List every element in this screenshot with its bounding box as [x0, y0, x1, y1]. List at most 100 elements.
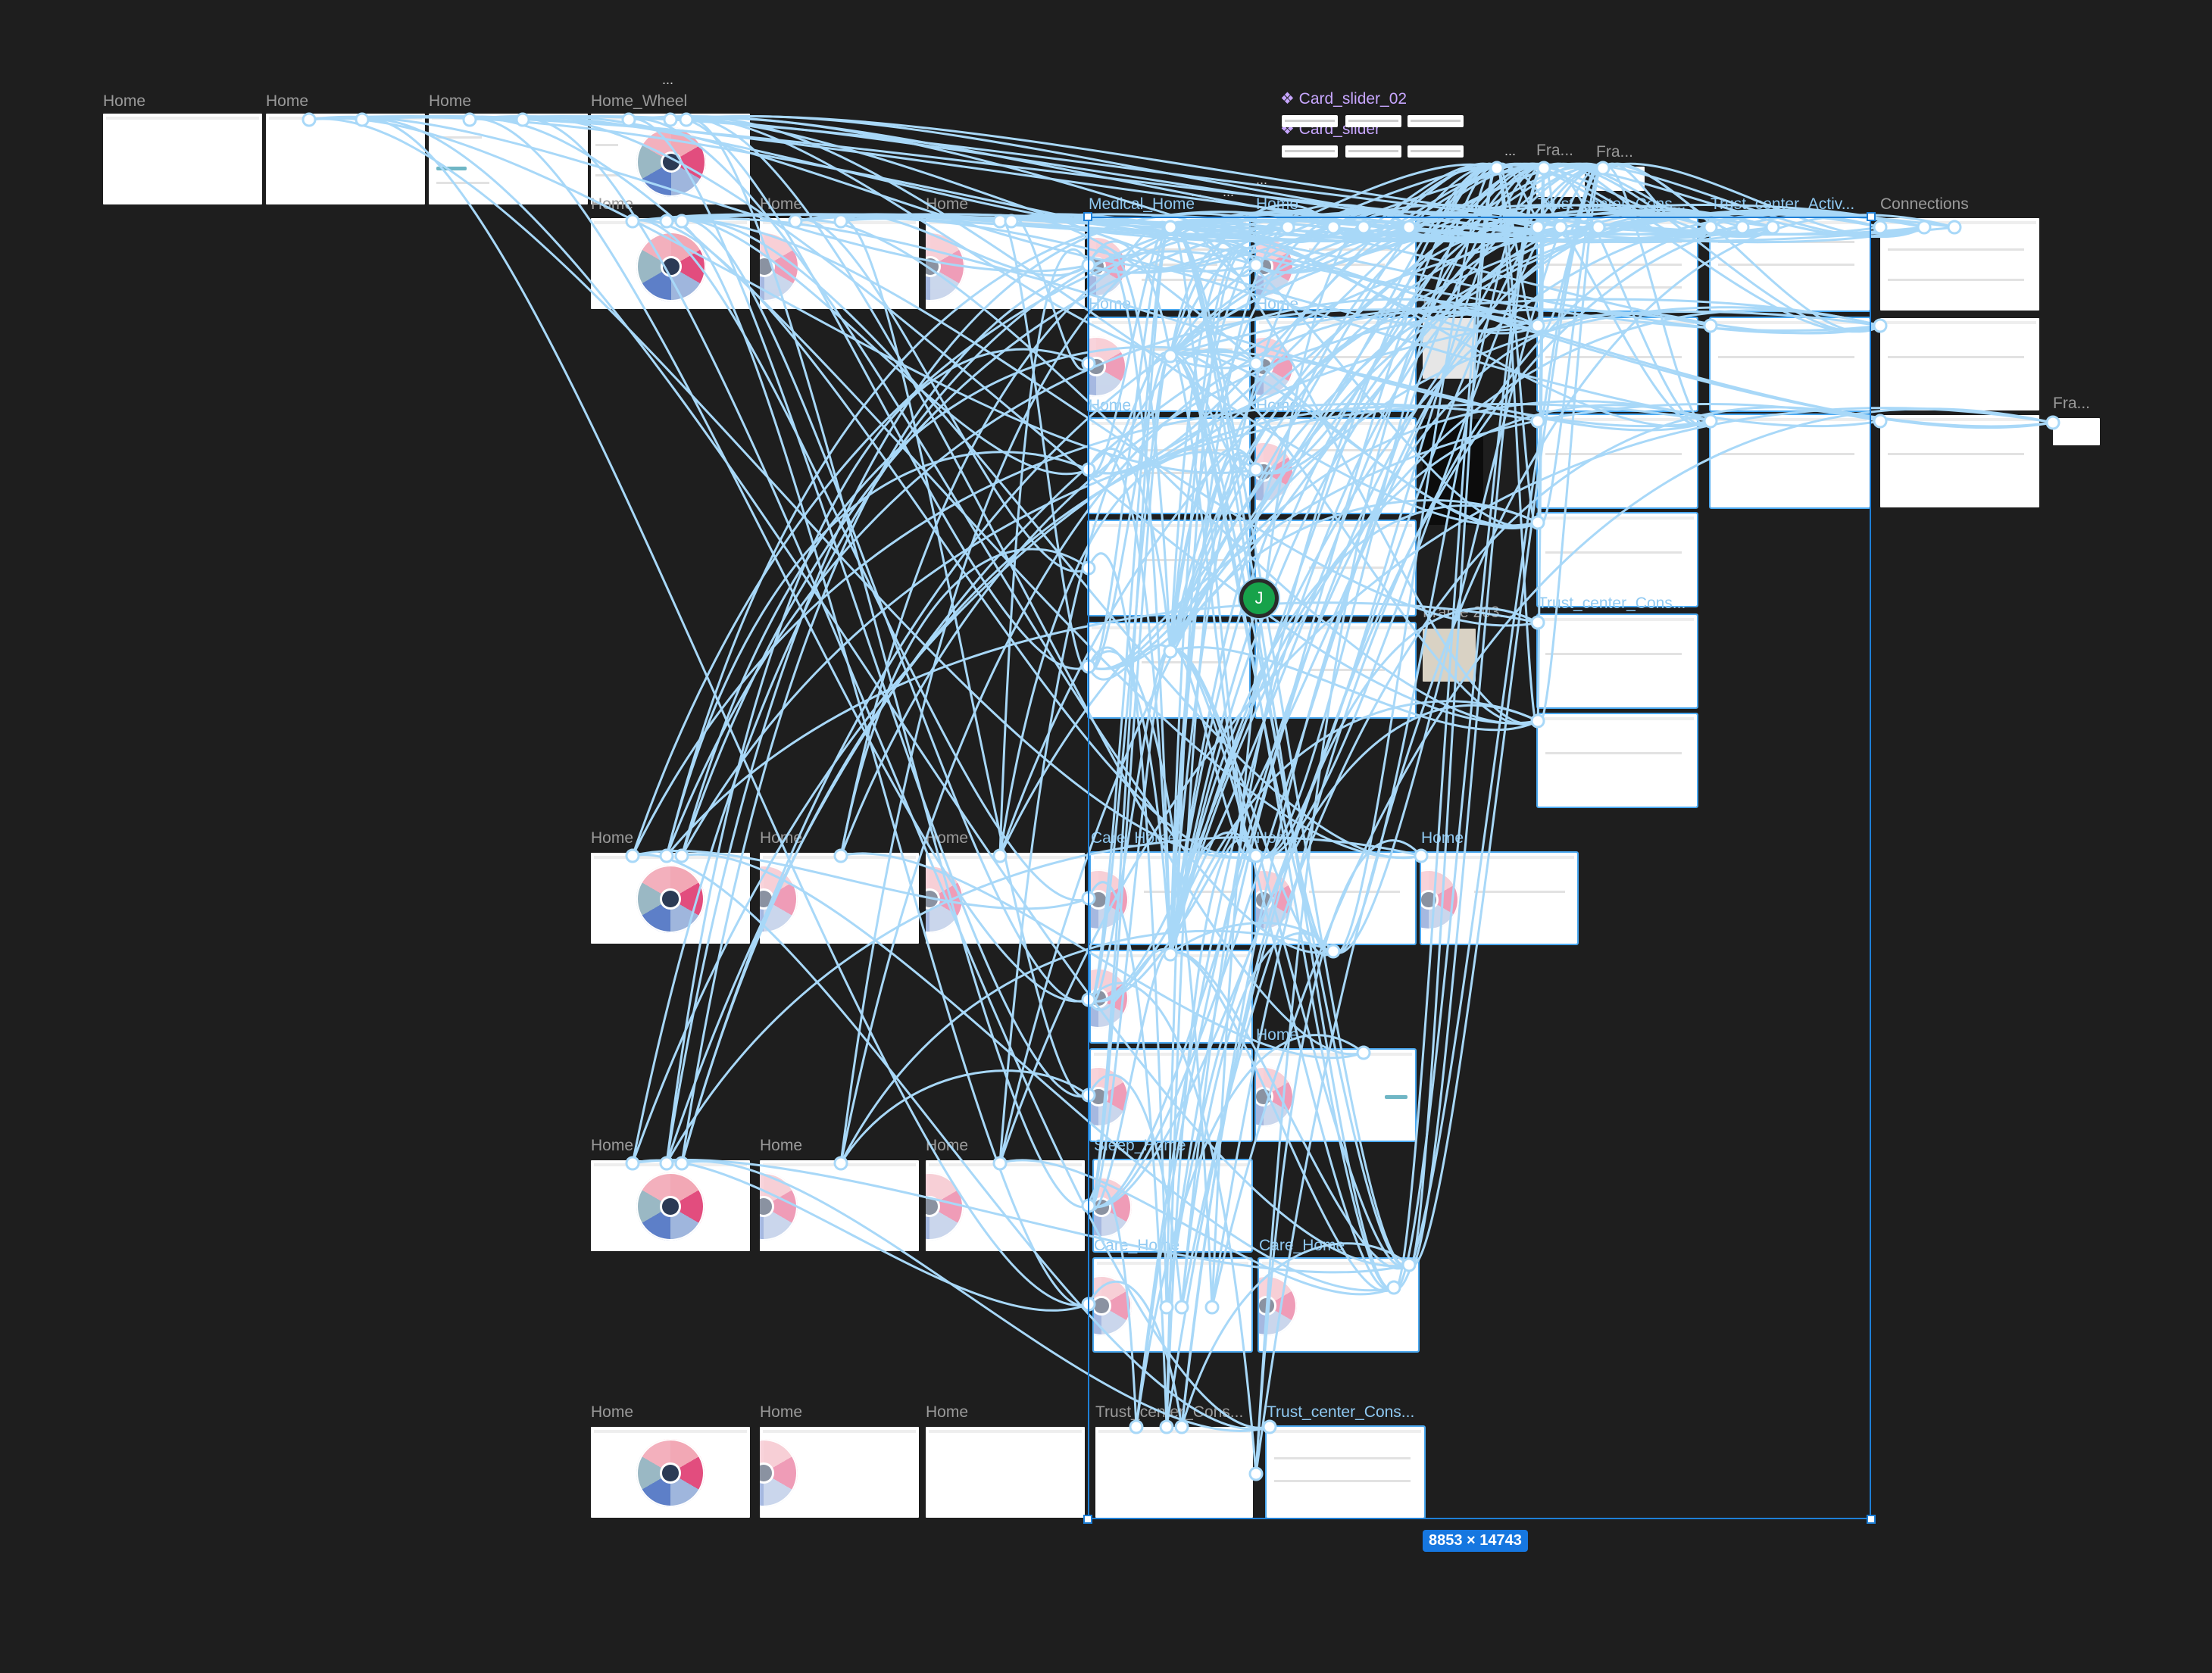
ellipsis-label[interactable]: ... — [1256, 172, 1268, 187]
frame-trust-center[interactable] — [1536, 414, 1698, 509]
frame-home[interactable] — [926, 1427, 1085, 1518]
component-label[interactable]: ❖ Card_slider_02 — [1280, 90, 1407, 108]
frame-label[interactable]: Fra... — [1423, 295, 1461, 313]
frame-home[interactable] — [1254, 622, 1417, 719]
frame-label[interactable]: Home — [760, 1403, 803, 1421]
frame-care-home[interactable] — [1092, 1257, 1253, 1353]
frame-label[interactable]: Home — [266, 92, 309, 110]
frame-small[interactable] — [2053, 418, 2100, 445]
frame-label[interactable]: Home — [1256, 195, 1299, 213]
frame-label[interactable]: Home — [926, 195, 969, 213]
frame-label[interactable]: Home — [1256, 829, 1299, 847]
frame-home[interactable] — [1089, 1048, 1253, 1142]
card-slider-instance[interactable] — [1407, 145, 1464, 158]
frame-home[interactable] — [926, 1160, 1085, 1251]
frame-trust-center[interactable] — [1536, 713, 1698, 808]
frame-home[interactable] — [591, 1427, 750, 1518]
frame-home[interactable] — [1254, 851, 1417, 945]
frame-label[interactable]: Home — [926, 829, 969, 847]
frame-label[interactable]: Home — [926, 1403, 969, 1421]
frame-home[interactable] — [760, 1427, 919, 1518]
frame-home[interactable] — [429, 114, 588, 204]
ellipsis-label[interactable]: ... — [1504, 143, 1517, 158]
frame-label[interactable]: Sleep_Home — [1094, 1137, 1186, 1154]
frame-label[interactable]: Home — [1089, 397, 1132, 414]
frame-care-home[interactable] — [1258, 1257, 1420, 1353]
card-slider-instance[interactable] — [1407, 115, 1464, 127]
frame-label[interactable]: Care_Home — [1259, 1237, 1345, 1254]
frame-label[interactable]: Home — [926, 1137, 969, 1154]
card-slider-instance[interactable] — [1345, 145, 1401, 158]
frame-label[interactable]: Home — [591, 1403, 634, 1421]
frame-home[interactable] — [760, 218, 919, 309]
frame-connections[interactable] — [1880, 415, 2039, 507]
ellipsis-label[interactable]: ... — [1191, 184, 1203, 199]
frame-label[interactable]: Home — [1256, 397, 1299, 414]
frame-dark-device[interactable] — [1423, 419, 1483, 525]
frame-label[interactable]: Home — [591, 195, 634, 213]
frame-home[interactable] — [591, 218, 750, 309]
frame-label[interactable]: Frame 203... — [1423, 604, 1514, 621]
card-slider-instance[interactable] — [1282, 115, 1338, 127]
frame-care-home[interactable] — [1089, 851, 1253, 945]
frame-label[interactable]: Care_Home — [1091, 829, 1177, 847]
frame-label[interactable]: Home — [429, 92, 472, 110]
frame-label[interactable]: Home — [1089, 295, 1132, 313]
frame-home[interactable] — [760, 853, 919, 944]
frame-trust-center[interactable] — [1536, 317, 1698, 412]
frame-home[interactable] — [1254, 520, 1417, 616]
ellipsis-label[interactable]: ... — [1223, 184, 1235, 199]
frame-home[interactable] — [1254, 417, 1417, 514]
frame-trust-center-activity[interactable] — [1709, 217, 1871, 312]
frame-label[interactable]: Home — [591, 829, 634, 847]
frame-home[interactable] — [926, 218, 1085, 309]
frame-trust-center[interactable] — [1709, 414, 1871, 509]
frame-label[interactable]: Connections — [1880, 195, 1969, 213]
frame-connections[interactable] — [1880, 318, 2039, 410]
frame-home[interactable] — [1087, 417, 1251, 514]
frame-label[interactable]: Home — [591, 1137, 634, 1154]
connector-node[interactable] — [1326, 944, 1341, 959]
frame-home[interactable] — [103, 114, 262, 204]
frame-trust-center-consent[interactable] — [1536, 217, 1698, 312]
frame-trust-center-consent[interactable] — [1265, 1425, 1426, 1519]
frame-spheres[interactable] — [1423, 318, 1476, 379]
frame-home[interactable] — [760, 1160, 919, 1251]
frame-label[interactable]: Home — [1256, 295, 1299, 313]
frame-photo[interactable] — [1423, 629, 1476, 682]
resize-handle[interactable] — [1083, 212, 1092, 221]
connector-node[interactable] — [1081, 1297, 1096, 1312]
resize-handle[interactable] — [1867, 212, 1876, 221]
frame-label[interactable]: Trust_center_Cons... — [1538, 595, 1686, 612]
frame-label[interactable]: Trust_center_Cons... — [1538, 195, 1686, 213]
frame-home[interactable] — [1420, 851, 1579, 945]
frame-label[interactable]: Home_Wheel — [591, 92, 688, 110]
frame-small[interactable] — [1536, 167, 1585, 197]
frame-label[interactable]: Trust_center_Cons... — [1095, 1403, 1244, 1421]
frame-home[interactable] — [591, 853, 750, 944]
frame-trust-center-consent[interactable] — [1095, 1427, 1253, 1518]
frame-label[interactable]: Home — [760, 195, 803, 213]
frame-home-wheel[interactable] — [591, 114, 750, 204]
frame-label[interactable]: Home — [760, 1137, 803, 1154]
resize-handle[interactable] — [1867, 1515, 1876, 1524]
resize-handle[interactable] — [1083, 1515, 1092, 1524]
frame-home[interactable] — [1254, 1048, 1417, 1142]
frame-home[interactable] — [1087, 520, 1251, 616]
frame-label[interactable]: Home — [1421, 829, 1464, 847]
frame-label[interactable]: Home — [103, 92, 146, 110]
frame-label[interactable]: Fra... — [1596, 143, 1634, 161]
frame-label[interactable]: Trust_center_Cons... — [1267, 1403, 1415, 1421]
frame-label[interactable]: Care_Home — [1094, 1237, 1180, 1254]
frame-label[interactable]: Home — [1256, 1026, 1299, 1044]
frame-label[interactable]: Trust_center_Activ... — [1711, 195, 1855, 213]
connector-node[interactable] — [1489, 161, 1504, 176]
card-slider-instance[interactable] — [1345, 115, 1401, 127]
frame-home[interactable] — [266, 114, 425, 204]
frame-home[interactable] — [591, 1160, 750, 1251]
frame-trust-center[interactable] — [1709, 317, 1871, 412]
frame-home[interactable] — [1087, 622, 1251, 719]
frame-home[interactable] — [1089, 950, 1253, 1044]
frame-small[interactable] — [1596, 167, 1645, 191]
